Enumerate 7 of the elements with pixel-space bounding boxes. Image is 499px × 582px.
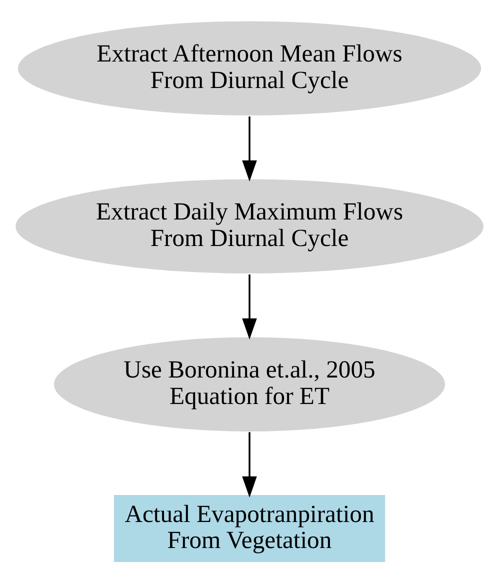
node-ellipse: Use Boronina et.al., 2005 Equation for ET: [54, 336, 445, 431]
arrow: [242, 274, 257, 339]
node-ellipse: Extract Afternoon Mean Flows From Diurnal Cycle: [18, 20, 482, 115]
node-ellipse: Extract Daily Maximum Flows From Diurnal Cycle: [16, 178, 484, 273]
arrow: [242, 432, 257, 497]
node-box: Actual Evapotranpiration From Vegetation: [114, 494, 386, 562]
arrow: [242, 116, 257, 181]
